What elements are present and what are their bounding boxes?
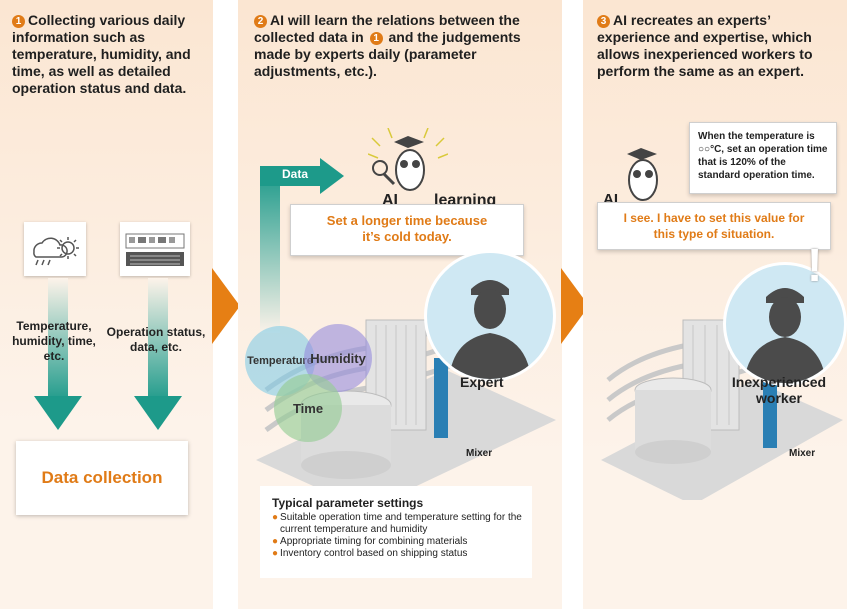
operation-data-label: Operation status, data, etc. xyxy=(106,325,206,354)
parameter-item: ●Appropriate timing for combining materi… xyxy=(272,536,468,547)
expert-portrait xyxy=(424,250,556,382)
data-arrow-label: Data xyxy=(282,167,309,181)
humidity-circle: Humidity xyxy=(304,324,372,392)
expert-silhouette-icon xyxy=(449,280,531,379)
bullet-icon: ● xyxy=(272,536,279,547)
parameter-item: ●Suitable operation time and temperature… xyxy=(272,512,522,535)
time-circle: Time xyxy=(274,374,342,442)
data-collection-box: Data collection xyxy=(16,441,188,515)
mixer-label: Mixer xyxy=(466,448,493,459)
weather-icon xyxy=(33,237,79,266)
worker-speech-text: I see. I have to set this value for this… xyxy=(623,211,805,241)
expert-label: Expert xyxy=(460,374,504,390)
exclamation-icon: ! xyxy=(807,239,823,291)
mixer-label: Mixer xyxy=(789,448,816,459)
weather-icon-box xyxy=(24,222,86,276)
parameter-item: ●Inventory control based on shipping sta… xyxy=(272,548,468,559)
parameter-settings-title: Typical parameter settings xyxy=(272,496,424,510)
operation-icon-box xyxy=(120,222,190,276)
parameter-list: ●Suitable operation time and temperature… xyxy=(260,512,532,560)
weather-down-arrow xyxy=(34,278,82,430)
owl-ai-icon xyxy=(368,128,448,191)
worker-silhouette-icon xyxy=(744,288,826,383)
step-3-number: 3 xyxy=(597,15,610,28)
worker-speech-bubble: I see. I have to set this value for this… xyxy=(597,202,831,250)
step-2-number: 2 xyxy=(254,15,267,28)
parameter-settings-box: Typical parameter settings ●Suitable ope… xyxy=(260,486,532,578)
expert-speech-text: Set a longer time because it’s cold toda… xyxy=(326,213,488,244)
step-ref-1: 1 xyxy=(369,32,383,45)
step-arrow-1 xyxy=(212,268,240,344)
ai-speech-text: When the temperature is ○○°C, set an ope… xyxy=(698,131,828,181)
control-panel-icon xyxy=(125,233,185,266)
operation-down-arrow xyxy=(134,278,182,430)
step-1-number: 1 xyxy=(12,15,25,28)
owl-ai-icon xyxy=(627,148,658,201)
worker-label: Inexperienced worker xyxy=(731,374,827,406)
weather-data-label: Temperature, humidity, time, etc. xyxy=(12,319,96,363)
worker-portrait xyxy=(723,262,847,386)
bullet-icon: ● xyxy=(272,512,279,523)
data-flow-arrow xyxy=(260,158,344,333)
ai-speech-bubble: When the temperature is ○○°C, set an ope… xyxy=(689,122,837,194)
bullet-icon: ● xyxy=(272,548,279,559)
expert-speech-bubble: Set a longer time because it’s cold toda… xyxy=(290,204,524,256)
